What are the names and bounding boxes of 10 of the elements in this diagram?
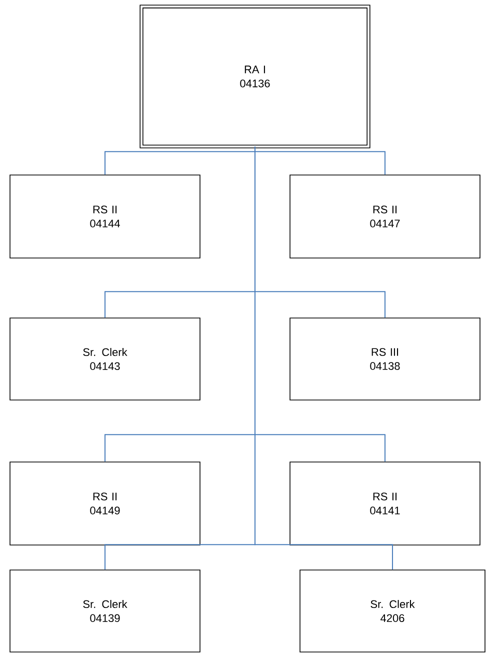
position-box: Sr. Clerk 4206: [300, 570, 486, 652]
position-box: RS II 04147: [290, 174, 480, 258]
connector-line: [254, 146, 393, 570]
position-box: RA I 04136: [140, 4, 370, 148]
position-box: Sr. Clerk 04139: [10, 570, 200, 652]
position-box: RS II 04141: [290, 462, 480, 546]
position-box: RS II 04144: [10, 174, 200, 258]
position-box: Sr. Clerk 04143: [10, 318, 200, 400]
position-box: RS II 04149: [10, 462, 200, 546]
position-box: RS III 04138: [290, 318, 480, 400]
